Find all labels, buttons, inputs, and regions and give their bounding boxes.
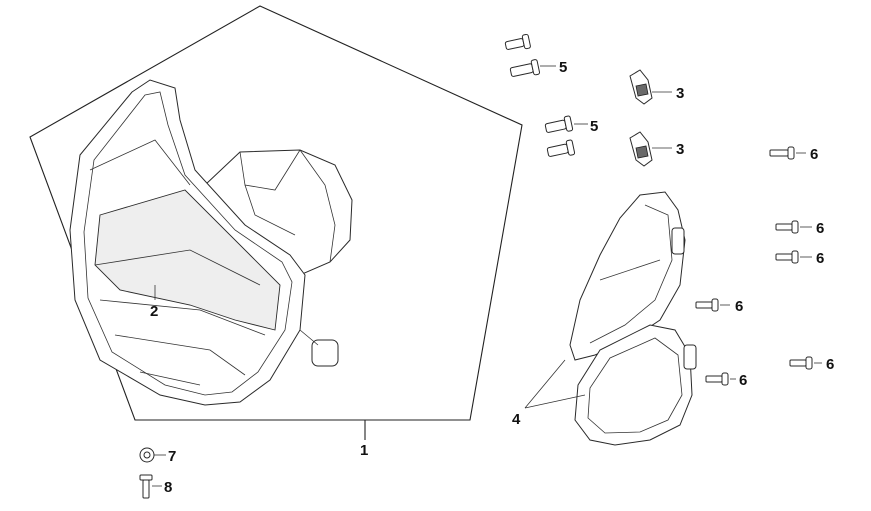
screw-6-icon <box>769 146 795 160</box>
callout-5b: 5 <box>590 118 598 135</box>
screw-6-icon <box>705 372 729 386</box>
bolt-5-icon <box>509 59 541 77</box>
turn-signal-group-4 <box>524 191 697 446</box>
leader-line-4a <box>524 359 566 409</box>
knob-stem <box>299 329 319 346</box>
lens-facet-line <box>89 139 191 186</box>
callout-1: 1 <box>360 442 368 459</box>
callout-6b: 6 <box>816 220 824 237</box>
adjuster-knob <box>311 339 339 367</box>
lens-facet-line <box>99 299 266 336</box>
turn-signal-upper-socket <box>671 227 685 255</box>
bolt-5-icon <box>504 33 531 50</box>
callout-3a: 3 <box>676 85 684 102</box>
washer-7-icon <box>139 447 166 463</box>
callout-6d: 6 <box>735 298 743 315</box>
screw-6-icon <box>695 298 719 312</box>
turn-signal-lower-socket <box>683 344 697 370</box>
lens-facet-line <box>94 249 261 286</box>
clip-group-3 <box>629 69 672 167</box>
bolt-8-icon <box>139 474 162 499</box>
leader-line-4b <box>524 394 586 409</box>
housing-detail <box>244 184 296 236</box>
bolt-group-5 <box>504 33 588 157</box>
clip-3-icon <box>629 69 653 105</box>
turn-signal-upper-facet <box>599 259 661 281</box>
headlight-bezel-inner <box>83 91 293 396</box>
clip-3-icon <box>629 131 653 167</box>
housing-detail <box>239 149 301 191</box>
bolt-5-icon <box>544 115 574 133</box>
callout-6f: 6 <box>739 372 747 389</box>
turn-signal-lower-inner <box>587 337 683 434</box>
callout-5a: 5 <box>559 59 567 76</box>
screw-group-6 <box>695 146 822 386</box>
lens-facet-line <box>139 371 201 386</box>
assembly-boundary-pentagon <box>29 5 523 421</box>
screw-6-icon <box>789 356 813 370</box>
callout-6e: 6 <box>826 356 834 373</box>
headlight-assembly <box>69 79 353 406</box>
callout-4: 4 <box>512 411 521 428</box>
callout-6c: 6 <box>816 250 824 267</box>
bolt-5-icon <box>546 139 576 157</box>
screw-6-icon <box>775 220 799 234</box>
callout-2: 2 <box>150 303 158 320</box>
lens-facet-line <box>114 334 246 376</box>
callout-8: 8 <box>164 479 172 496</box>
callout-3b: 3 <box>676 141 684 158</box>
turn-signal-upper-inner <box>589 204 673 344</box>
screw-6-icon <box>775 250 799 264</box>
lens-facet <box>94 189 281 331</box>
callout-6a: 6 <box>810 146 818 163</box>
housing-detail <box>299 149 336 263</box>
callout-7: 7 <box>168 448 176 465</box>
